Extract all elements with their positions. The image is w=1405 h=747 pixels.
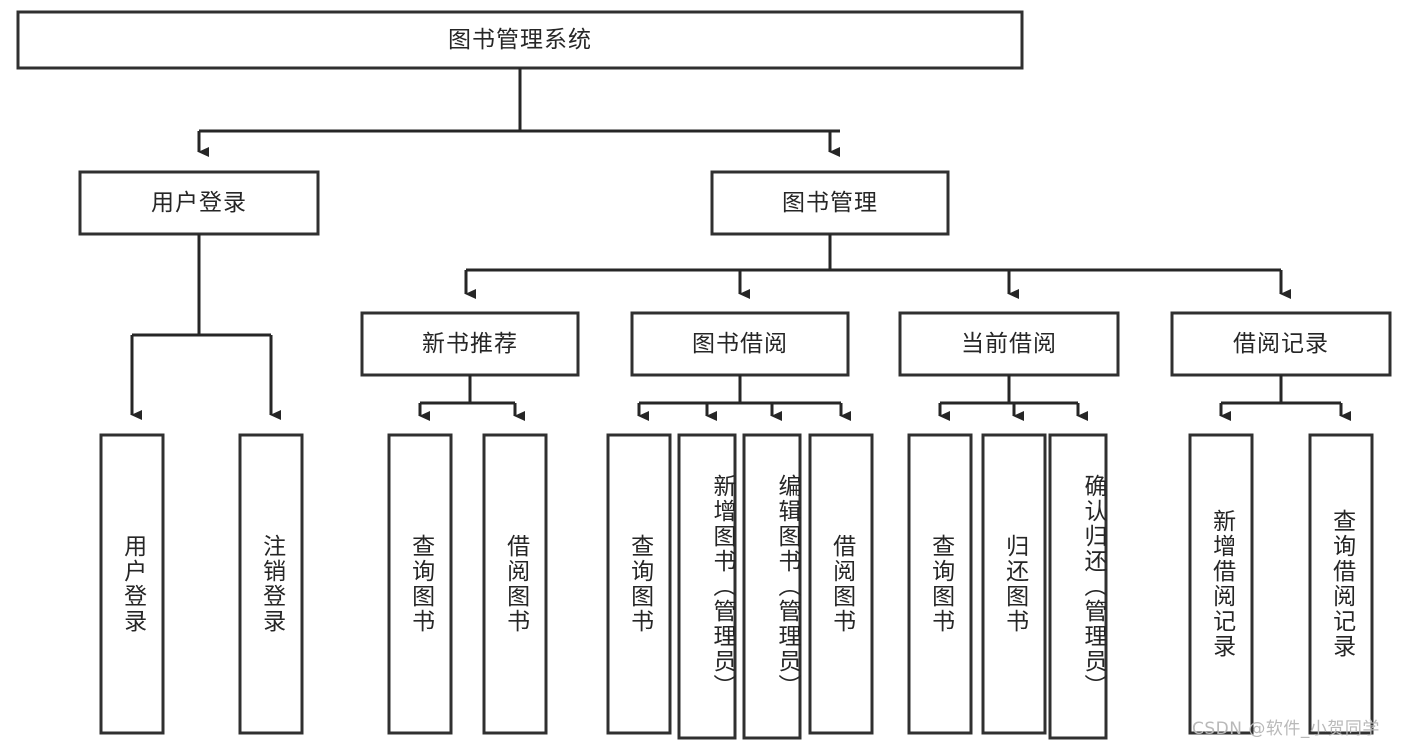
edge-group-root	[197, 68, 840, 157]
leaf-box-add-borrow-record[interactable]	[1188, 433, 1254, 735]
leaf-box-edit-book-admin[interactable]	[742, 433, 802, 740]
leaf-box-return-book[interactable]	[981, 433, 1047, 735]
node-box-new-book-recommend[interactable]	[360, 311, 580, 377]
edge-group-book-management	[464, 234, 1291, 299]
leaf-box-query-borrow-record[interactable]	[1308, 433, 1374, 735]
leaf-box-query-book-a[interactable]	[387, 433, 453, 735]
leaf-box-add-book-admin[interactable]	[677, 433, 737, 740]
node-box-book-management[interactable]	[710, 170, 950, 236]
edge-group-user-login	[130, 234, 281, 420]
node-boxes	[16, 10, 1392, 377]
node-box-borrow-record[interactable]	[1170, 311, 1392, 377]
leaf-box-query-book-c[interactable]	[907, 433, 973, 735]
leaf-box-user-login[interactable]	[99, 433, 165, 735]
edge-group-new-book-recommend	[418, 375, 525, 421]
edge-group-borrow-record	[1219, 375, 1351, 421]
leaf-box-query-book-b[interactable]	[606, 433, 672, 735]
leaf-box-borrow-book-a[interactable]	[482, 433, 548, 735]
node-box-current-borrow[interactable]	[898, 311, 1120, 377]
node-box-root[interactable]	[16, 10, 1024, 70]
node-box-book-borrow[interactable]	[630, 311, 850, 377]
leaf-box-borrow-book-b[interactable]	[808, 433, 874, 735]
csdn-watermark: CSDN @软件_小贺同学	[1192, 719, 1380, 739]
node-box-user-login[interactable]	[78, 170, 320, 236]
leaf-boxes	[99, 433, 1374, 740]
leaf-box-confirm-return-admin[interactable]	[1048, 433, 1108, 740]
leaf-box-logout[interactable]	[238, 433, 304, 735]
edge-group-book-borrow	[637, 375, 851, 421]
edge-group-current-borrow	[938, 375, 1088, 421]
